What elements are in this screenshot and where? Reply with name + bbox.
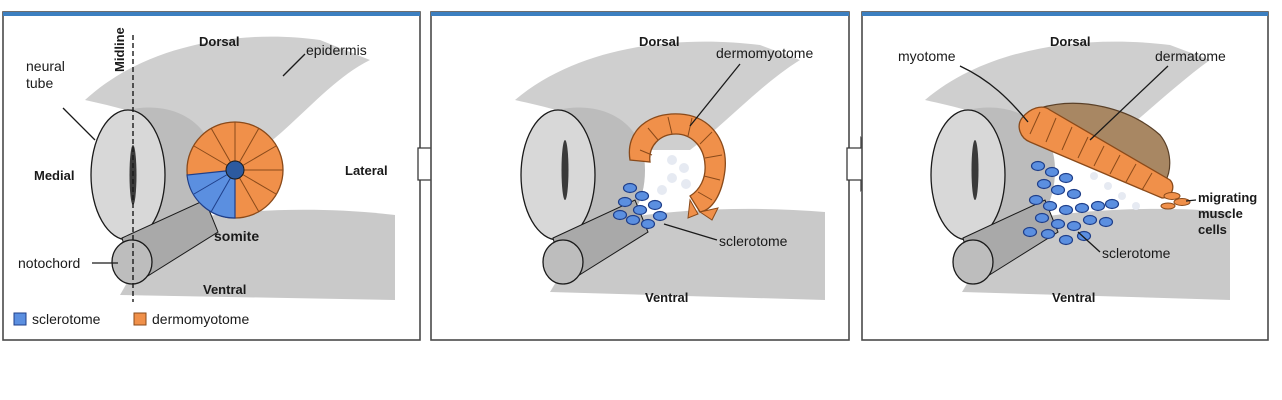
panel-2-dermomyotome-leader — [689, 63, 741, 127]
panel-3-top-bar — [862, 12, 1268, 16]
panel-1-midline-label: Midline — [112, 27, 127, 72]
panel-2-neural-canal — [561, 140, 569, 200]
panel-3-myotome-leader — [959, 65, 1029, 123]
legend-dermomyotome-label: dermomyotome — [152, 311, 249, 327]
legend-dermomyotome-swatch — [133, 312, 147, 326]
panel-1-medial-label: Medial — [34, 168, 74, 183]
panel-3-myotome — [1018, 106, 1174, 199]
panel-3: Dorsal Ventral myotome dermatome sclerot… — [861, 11, 1269, 341]
panel-1: Dorsal Ventral Medial Lateral Midline ne… — [2, 11, 421, 341]
legend-sclerotome-swatch — [13, 312, 27, 326]
panel-2-sclerotome-label: sclerotome — [719, 233, 788, 249]
panel-2-upper-tissue — [515, 41, 800, 150]
panel-2-neural-tube — [520, 109, 596, 241]
panel-1-somite-label: somite — [214, 228, 259, 244]
panel-3-neural-tube — [930, 109, 1006, 241]
panel-1-top-bar — [3, 12, 420, 16]
panel-2-dorsal-label: Dorsal — [639, 34, 679, 49]
panel-1-neural-tube — [90, 109, 166, 241]
panel-1-notochord — [111, 239, 153, 285]
panel-1-neural-tube-label-line1: neural — [26, 58, 65, 74]
panel-3-dorsal-label: Dorsal — [1050, 34, 1090, 49]
panel-3-notochord — [952, 239, 994, 285]
panel-2-dermomyotome — [628, 113, 726, 221]
panel-2-dermomyotome-label: dermomyotome — [716, 45, 813, 61]
panel-2-cell-dots — [657, 155, 691, 195]
panel-1-neural-tube-leader — [62, 107, 96, 141]
panel-3-migrating-label-line3: cells — [1198, 222, 1227, 237]
legend-sclerotome-label: sclerotome — [32, 311, 101, 327]
panel-2-ventral-label: Ventral — [645, 290, 688, 305]
legend: sclerotome dermomyotome — [13, 311, 249, 327]
panel-2: Dorsal Ventral dermomyotome sclerotome — [430, 11, 850, 341]
panel-3-neural-canal — [971, 140, 979, 200]
panel-1-ventral-label: Ventral — [203, 282, 246, 297]
panel-1-somite — [186, 121, 284, 219]
panel-2-sclerotome-leader — [663, 223, 718, 241]
panel-1-neural-tube-label-line2: tube — [26, 75, 53, 91]
panel-1-epidermis-label: epidermis — [306, 42, 367, 58]
panel-3-sclerotome-leader — [1077, 231, 1101, 253]
panel-2-top-bar — [431, 12, 849, 16]
panel-2-notochord — [542, 239, 584, 285]
panel-3-migrating-label-line2: muscle — [1198, 206, 1243, 221]
panel-1-dorsal-label: Dorsal — [199, 34, 239, 49]
panel-3-upper-tissue — [925, 41, 1210, 150]
panel-3-migrating-muscle-cells — [1160, 192, 1191, 210]
panel-3-cell-dots — [1090, 172, 1140, 210]
panel-3-ventral-label: Ventral — [1052, 290, 1095, 305]
panel-1-epidermis-leader — [282, 53, 306, 77]
panel-1-lateral-label: Lateral — [345, 163, 388, 178]
panel-1-notochord-label: notochord — [18, 255, 80, 271]
panel-3-sclerotome-label: sclerotome — [1102, 245, 1171, 261]
panel-3-migrating-label-line1: migrating — [1198, 190, 1257, 205]
panel-3-dermatome-label: dermatome — [1155, 48, 1226, 64]
panel-3-migrating-leader — [1185, 199, 1197, 202]
panel-3-myotome-label: myotome — [898, 48, 956, 64]
panel-1-upper-tissue — [85, 36, 370, 151]
panel-3-dermatome-leader — [1089, 65, 1169, 141]
